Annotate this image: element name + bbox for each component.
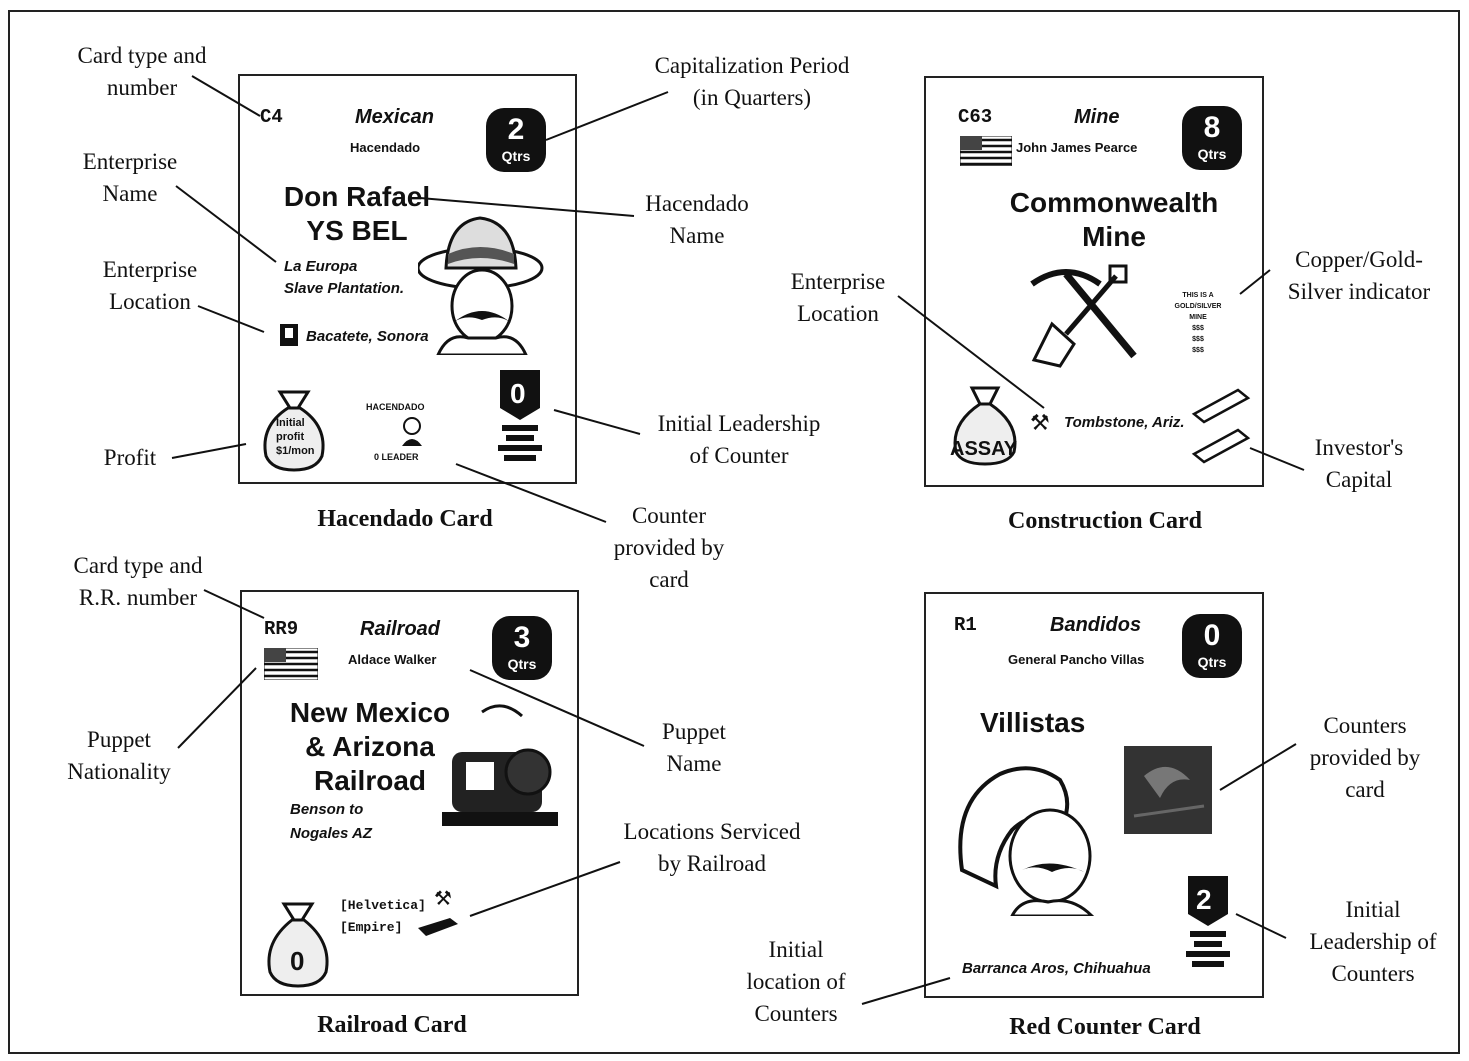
leader-initial-leadership-counters: [1236, 914, 1286, 938]
leader-locations-serviced: [470, 862, 620, 916]
leader-profit: [172, 444, 246, 458]
leader-puppet-nationality: [178, 668, 256, 748]
leader-initial-location: [862, 978, 950, 1004]
leader-counter-provided: [456, 464, 606, 522]
leader-hacendado-name: [420, 198, 634, 216]
leader-enterprise-location-left: [198, 306, 264, 332]
leader-puppet-name: [470, 670, 644, 746]
leader-capitalization: [546, 92, 668, 140]
leader-enterprise-name: [176, 186, 276, 262]
leader-counters-provided: [1220, 744, 1296, 790]
leader-card-type: [192, 76, 260, 116]
leader-initial-leadership: [554, 410, 640, 434]
leader-investors-capital: [1250, 448, 1304, 470]
leader-card-type-rr: [204, 590, 264, 618]
leader-copper-gold: [1240, 270, 1270, 294]
leader-enterprise-location-mid: [898, 296, 1044, 408]
